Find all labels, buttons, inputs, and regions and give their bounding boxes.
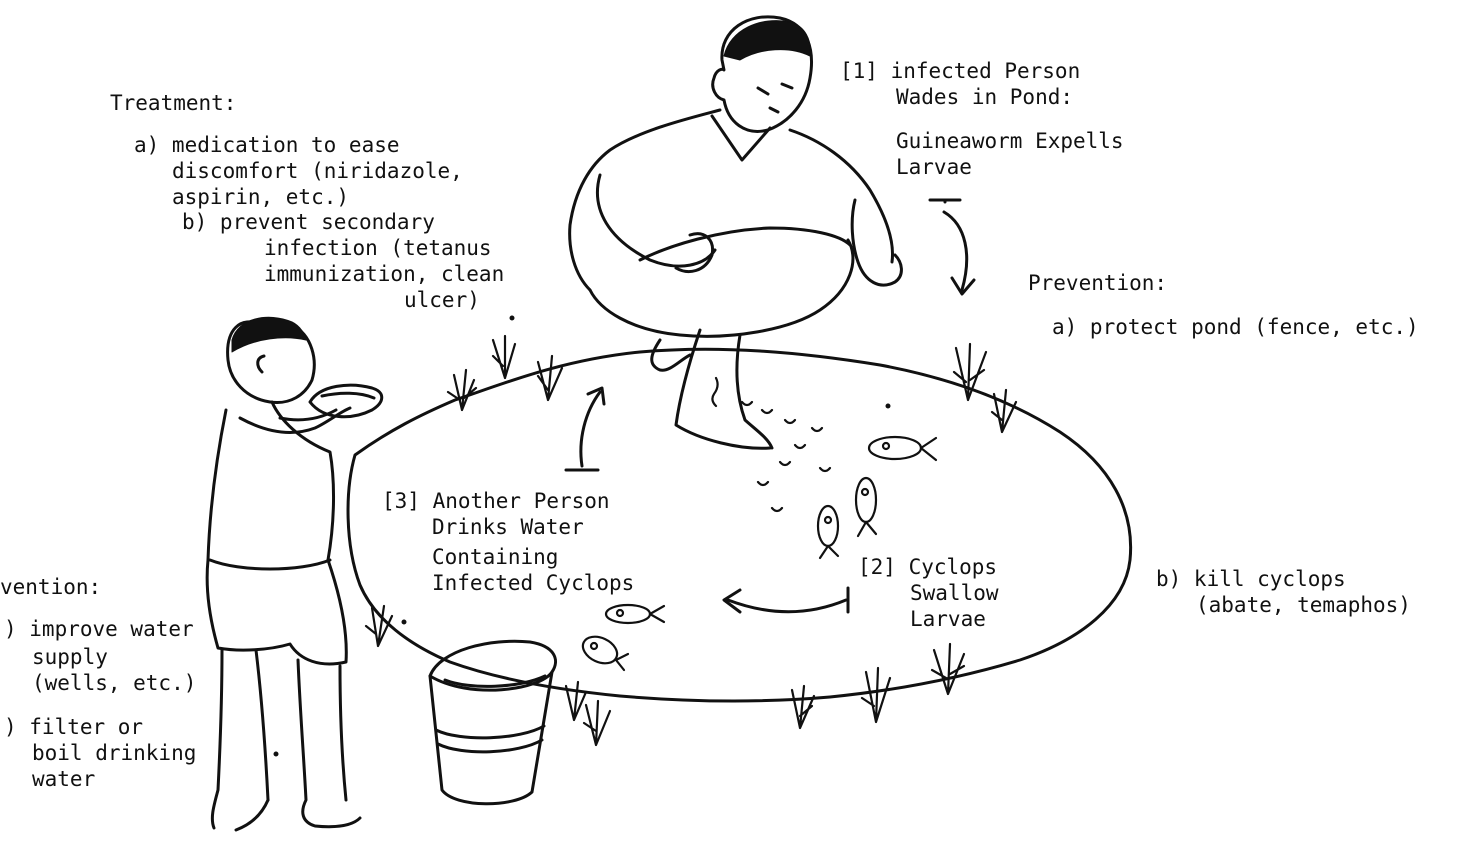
treatment-b-line1: b) prevent secondary — [182, 209, 435, 235]
treatment-a-line3: aspirin, etc.) — [172, 184, 349, 210]
step3-line1: [3] Another Person — [382, 488, 610, 514]
reed-3 — [538, 356, 562, 400]
reed-7 — [566, 682, 586, 720]
arrow-step3-up — [566, 388, 604, 470]
treatment-b-line3: immunization, clean — [264, 261, 504, 287]
cyclops-1 — [869, 437, 936, 460]
step3-line2: Drinks Water — [432, 514, 584, 540]
prevention-left-a-line3: (wells, etc.) — [32, 670, 196, 696]
prevention-left-a-line2: supply — [32, 644, 108, 670]
cyclops-4 — [606, 605, 664, 623]
treatment-a-line2: discomfort (niridazole, — [172, 158, 463, 184]
reed-1 — [448, 370, 476, 410]
reed-10 — [862, 668, 890, 722]
treatment-b-line2: infection (tetanus — [264, 235, 492, 261]
step3-line3: Containing — [432, 544, 558, 570]
treatment-title: Treatment: — [110, 90, 236, 116]
step2-line3: Larvae — [910, 606, 986, 632]
prevention-right-b-line1: b) kill cyclops — [1156, 566, 1346, 592]
prevention-left-b-line2: boil drinking — [32, 740, 196, 766]
step1-line1: [1] infected Person — [840, 58, 1080, 84]
reed-11 — [932, 644, 964, 694]
arrow-step1-down — [930, 200, 974, 294]
prevention-left-title: vention: — [0, 574, 101, 600]
reed-5 — [992, 390, 1016, 432]
cyclops-3 — [818, 506, 838, 558]
prevention-right-title: Prevention: — [1028, 270, 1167, 296]
prevention-right-b-line2: (abate, temaphos) — [1196, 592, 1411, 618]
treatment-a-line1: a) medication to ease — [134, 132, 400, 158]
step1-line4: Larvae — [896, 154, 972, 180]
step1-line3: Guineaworm Expells — [896, 128, 1124, 154]
cyclops-5 — [579, 632, 628, 670]
bucket — [430, 641, 556, 804]
reed-2 — [493, 336, 515, 378]
reed-8 — [584, 701, 610, 745]
arrow-step2-left — [724, 588, 848, 612]
reed-6 — [366, 606, 392, 646]
prevention-left-a-line1: ) improve water — [4, 616, 194, 642]
step2-line1: [2] Cyclops — [858, 554, 997, 580]
step1-line2: Wades in Pond: — [896, 84, 1073, 110]
step2-line2: Swallow — [910, 580, 999, 606]
prevention-right-a: a) protect pond (fence, etc.) — [1052, 314, 1419, 340]
prevention-left-b-line3: water — [32, 766, 95, 792]
reed-9 — [792, 686, 814, 728]
step3-line4: Infected Cyclops — [432, 570, 634, 596]
treatment-b-line4: ulcer) — [404, 287, 480, 313]
prevention-left-b-line1: ) filter or — [4, 714, 143, 740]
cyclops-2 — [856, 478, 876, 536]
